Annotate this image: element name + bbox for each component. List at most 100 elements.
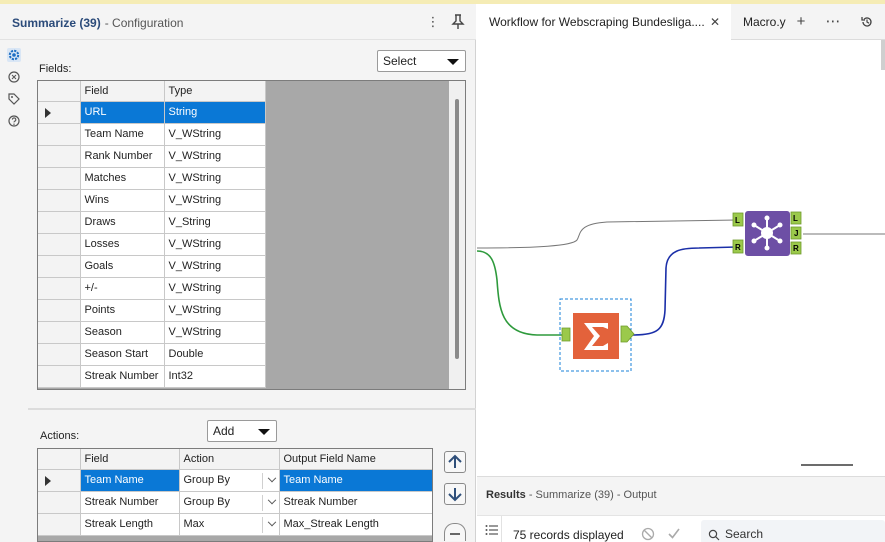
fields-scrollbar-thumb[interactable] xyxy=(455,99,459,359)
more-tabs-icon[interactable]: ⋯ xyxy=(825,13,841,30)
actions-row[interactable]: Streak Length Max Max_Streak Length xyxy=(38,513,432,536)
canvas-scrollbar[interactable] xyxy=(881,40,885,70)
move-up-button[interactable] xyxy=(444,451,466,473)
results-splitter[interactable] xyxy=(801,464,853,466)
row-header[interactable] xyxy=(38,277,81,300)
field-type-cell[interactable]: V_WString xyxy=(164,189,266,212)
fields-header-field[interactable]: Field xyxy=(80,81,165,102)
pin-icon[interactable] xyxy=(450,14,466,30)
field-type-cell[interactable]: V_WString xyxy=(164,233,266,256)
search-input[interactable]: Search xyxy=(701,520,885,542)
tab-workflow[interactable]: Workflow for Webscraping Bundesliga.... xyxy=(477,4,731,40)
fields-header-type[interactable]: Type xyxy=(164,81,266,102)
close-icon[interactable]: ✕ xyxy=(710,15,721,29)
field-type-cell[interactable]: V_WString xyxy=(164,299,266,322)
action-select[interactable]: Max xyxy=(179,513,280,536)
workflow-canvas[interactable]: L R L J R xyxy=(477,40,885,460)
more-options-icon[interactable]: ⋮ xyxy=(426,14,440,29)
row-header[interactable] xyxy=(38,211,81,234)
action-select[interactable]: Group By xyxy=(179,491,280,514)
field-type-cell[interactable]: Int32 xyxy=(164,365,266,388)
row-header[interactable] xyxy=(38,101,81,124)
panel-splitter[interactable] xyxy=(28,408,476,410)
row-header[interactable] xyxy=(38,145,81,168)
field-type-cell[interactable]: V_WString xyxy=(164,321,266,344)
field-type-cell[interactable]: V_WString xyxy=(164,123,266,146)
history-icon[interactable] xyxy=(853,4,881,40)
join-anchor-left-r: R xyxy=(735,243,741,252)
action-field-cell[interactable]: Streak Number xyxy=(80,491,180,514)
field-name-cell[interactable]: Wins xyxy=(80,189,165,212)
field-type-cell[interactable]: V_String xyxy=(164,211,266,234)
field-name-cell[interactable]: Streak Number xyxy=(80,365,165,388)
check-icon[interactable] xyxy=(667,526,681,540)
field-type-cell[interactable]: Double xyxy=(164,343,266,366)
fields-scrollbar[interactable] xyxy=(449,81,465,389)
row-header[interactable] xyxy=(38,491,81,514)
tab-macro[interactable]: Macro.y xyxy=(731,4,787,40)
field-name-cell[interactable]: Goals xyxy=(80,255,165,278)
field-name-cell[interactable]: Season xyxy=(80,321,165,344)
field-type-cell[interactable]: V_WString xyxy=(164,167,266,190)
tag-icon[interactable] xyxy=(7,92,21,106)
list-icon[interactable] xyxy=(485,523,499,537)
field-name-cell[interactable]: Losses xyxy=(80,233,165,256)
field-type-cell[interactable]: V_WString xyxy=(164,255,266,278)
fields-row[interactable]: +/-V_WString xyxy=(38,277,266,300)
field-type-cell[interactable]: V_WString xyxy=(164,145,266,168)
field-name-cell[interactable]: Team Name xyxy=(80,123,165,146)
actions-header-output[interactable]: Output Field Name xyxy=(279,449,432,470)
field-type-cell[interactable]: String xyxy=(164,101,266,124)
help-icon[interactable] xyxy=(7,114,21,128)
output-name-cell[interactable]: Max_Streak Length xyxy=(279,513,432,536)
field-name-cell[interactable]: Points xyxy=(80,299,165,322)
select-dropdown[interactable]: Select xyxy=(377,50,466,72)
row-header[interactable] xyxy=(38,343,81,366)
field-name-cell[interactable]: Matches xyxy=(80,167,165,190)
row-header[interactable] xyxy=(38,469,81,492)
field-name-cell[interactable]: Season Start xyxy=(80,343,165,366)
add-tab-icon[interactable]: + xyxy=(796,13,806,30)
field-name-cell[interactable]: +/- xyxy=(80,277,165,300)
row-header[interactable] xyxy=(38,299,81,322)
row-header[interactable] xyxy=(38,233,81,256)
row-header[interactable] xyxy=(38,123,81,146)
remove-button[interactable] xyxy=(444,523,466,541)
gear-icon[interactable] xyxy=(7,48,21,62)
row-header[interactable] xyxy=(38,365,81,388)
action-field-cell[interactable]: Team Name xyxy=(80,469,180,492)
row-header[interactable] xyxy=(38,255,81,278)
cancel-icon[interactable] xyxy=(641,527,655,541)
actions-row[interactable]: Team Name Group By Team Name xyxy=(38,469,432,492)
row-header[interactable] xyxy=(38,321,81,344)
field-type-cell[interactable]: V_WString xyxy=(164,277,266,300)
row-header[interactable] xyxy=(38,189,81,212)
output-name-cell[interactable]: Team Name xyxy=(279,469,432,492)
actions-header-action[interactable]: Action xyxy=(179,449,280,470)
row-header[interactable] xyxy=(38,513,81,536)
field-name-cell[interactable]: Draws xyxy=(80,211,165,234)
actions-row[interactable]: Streak Number Group By Streak Number xyxy=(38,491,432,514)
output-name-cell[interactable]: Streak Number xyxy=(279,491,432,514)
row-header[interactable] xyxy=(38,167,81,190)
field-name-cell[interactable]: URL xyxy=(80,101,165,124)
action-select[interactable]: Group By xyxy=(179,469,280,492)
add-dropdown[interactable]: Add xyxy=(207,420,277,442)
annotation-icon[interactable] xyxy=(7,70,21,84)
actions-header-field[interactable]: Field xyxy=(80,449,180,470)
field-name-cell[interactable]: Rank Number xyxy=(80,145,165,168)
move-down-button[interactable] xyxy=(444,483,466,505)
action-field-cell[interactable]: Streak Length xyxy=(80,513,180,536)
